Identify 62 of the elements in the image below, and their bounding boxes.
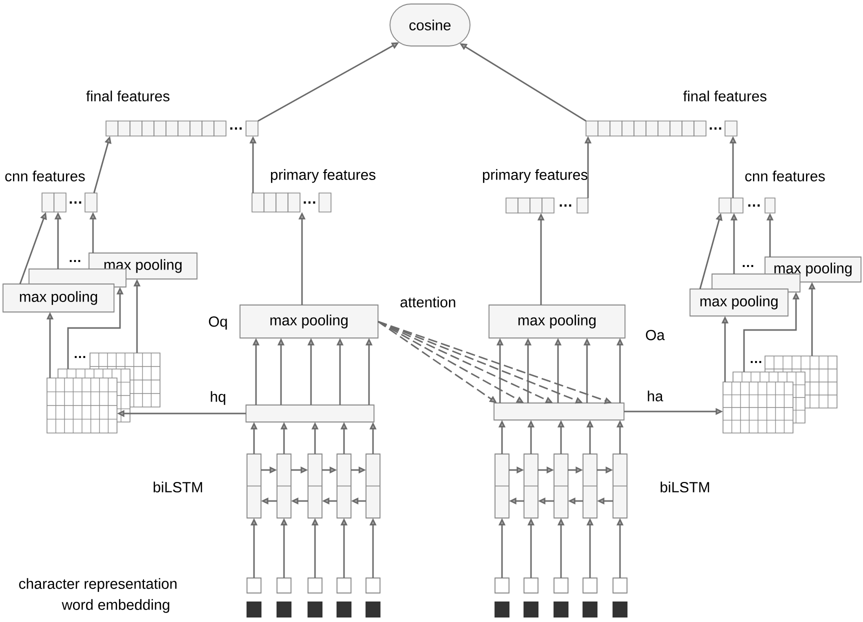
ellipsis: … (70, 260, 80, 262)
lstm-cell (582, 454, 598, 518)
embedding-square (582, 602, 598, 618)
input-square (336, 578, 352, 594)
lstm-cell (554, 454, 568, 518)
lstm-cell (336, 454, 352, 518)
embedding-square (366, 602, 380, 618)
pooling-box: max pooling (690, 288, 788, 316)
feature-label: primary features (482, 169, 588, 183)
input-square (276, 578, 292, 594)
lstm-cell (276, 454, 292, 518)
input-square (582, 578, 598, 594)
feature-vector: … (586, 120, 738, 136)
input-square (612, 578, 628, 594)
ellipsis: … (750, 361, 762, 363)
feature-vector: … (106, 120, 258, 136)
feature-map (722, 382, 794, 434)
embedding-square (494, 602, 510, 618)
feature-map (46, 378, 118, 434)
lstm-cell (366, 454, 380, 518)
ellipsis: … (74, 356, 86, 358)
input-square (308, 578, 322, 594)
input-square (246, 578, 262, 594)
embedding-square (524, 602, 538, 618)
feature-vector: … (42, 192, 98, 212)
layer-label: biLSTM (154, 482, 202, 492)
feature-vector: … (506, 198, 588, 214)
lstm-cell (524, 454, 538, 518)
embedding-square (336, 602, 352, 618)
layer-label: Oa (646, 330, 665, 340)
row-label: character representation (19, 578, 176, 592)
input-square (524, 578, 538, 594)
lstm-cell (308, 454, 322, 518)
lstm-cell (246, 454, 262, 518)
feature-vector: … (718, 198, 776, 214)
lstm-cell (612, 454, 628, 518)
layer-label: hq (210, 391, 226, 405)
feature-label: final features (86, 90, 170, 102)
lstm-cell (494, 454, 510, 518)
input-square (494, 578, 510, 594)
embedding-square (554, 602, 568, 618)
layer-label: Oq (208, 316, 227, 330)
feature-vector: … (252, 192, 332, 212)
layer-label: ha (648, 390, 664, 402)
rounded-box: cosine (390, 4, 470, 46)
ellipsis: … (742, 265, 754, 267)
row-label: word embedding (62, 599, 170, 613)
pooling-box: max pooling (2, 284, 114, 312)
pooling-box: max pooling (240, 304, 378, 338)
embedding-square (612, 602, 628, 618)
embedding-square (308, 602, 322, 618)
annotation-label: attention (400, 296, 456, 308)
feature-label: cnn features (745, 170, 825, 182)
embedding-square (246, 602, 262, 618)
pooling-box: max pooling (488, 304, 626, 338)
embedding-square (276, 602, 292, 618)
input-square (554, 578, 568, 594)
feature-label: primary features (270, 169, 376, 183)
feature-label: cnn features (5, 170, 85, 182)
layer-label: biLSTM (660, 482, 710, 492)
feature-label: final features (683, 90, 766, 102)
input-square (366, 578, 380, 594)
